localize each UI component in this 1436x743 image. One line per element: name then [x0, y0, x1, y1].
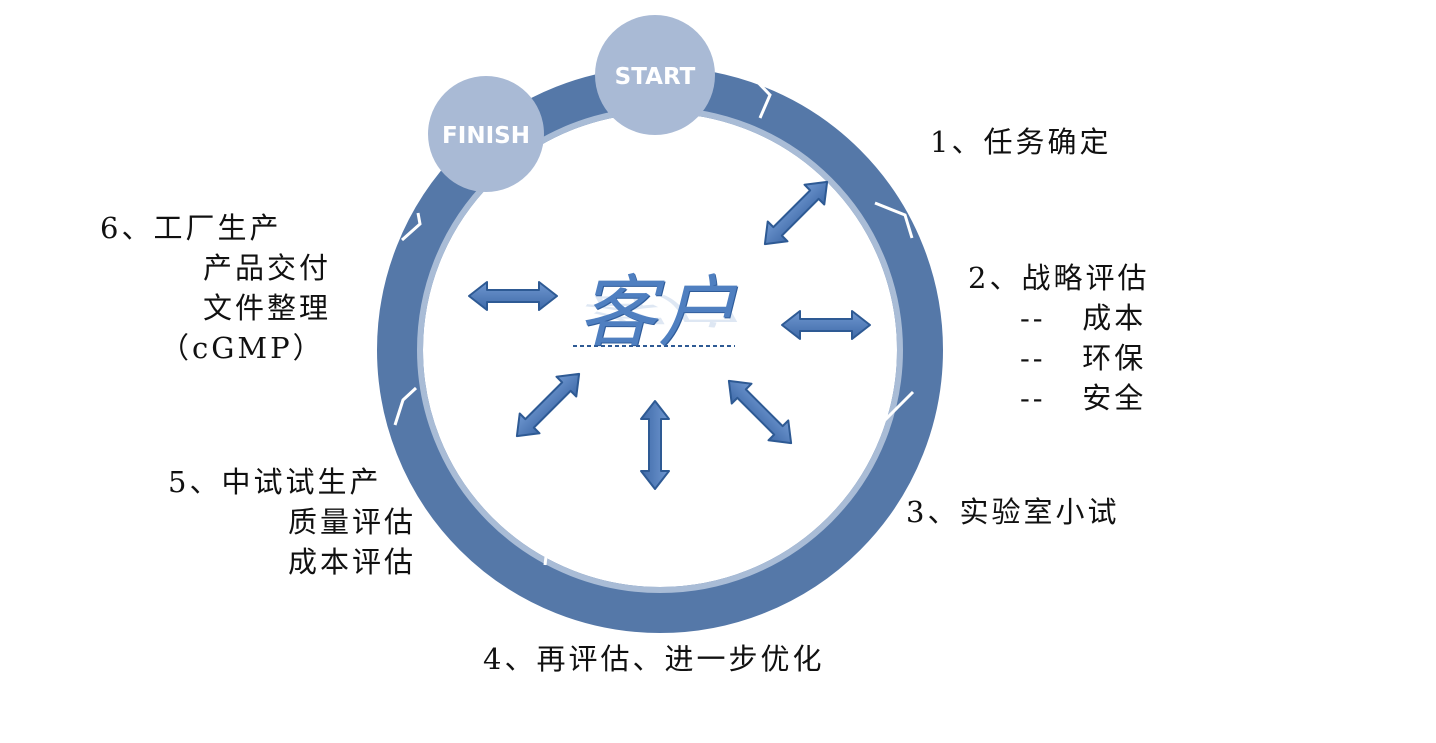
center-label: 客户: [578, 268, 739, 358]
ring-segment-divider: [739, 524, 770, 567]
step5-item-quality: 质量评估: [288, 505, 417, 539]
ring-segment-divider: [746, 70, 772, 119]
double-arrow-step1: [753, 170, 839, 256]
double-arrow-step4: [640, 400, 670, 490]
finish-bubble: FINISH: [428, 76, 544, 192]
double-arrow-step6: [468, 281, 558, 311]
step2-item-safety: -- 安全: [1020, 381, 1147, 415]
ring-segment-divider: [543, 520, 567, 566]
step6-title: 6、工厂生产: [100, 211, 282, 245]
ring-segment-divider: [401, 212, 422, 242]
ring-segment-divider: [393, 386, 418, 426]
step3-label: 3、实验室小试: [906, 495, 1120, 529]
step1-label: 1、任务确定: [930, 125, 1112, 159]
double-arrow-step3: [717, 369, 803, 455]
ring-segment-divider: [878, 390, 915, 427]
step2-item-env: -- 环保: [1020, 341, 1147, 375]
step6-item-delivery: 产品交付: [203, 251, 332, 285]
step2-title: 2、战略评估: [968, 261, 1150, 295]
finish-label: FINISH: [442, 123, 530, 149]
start-bubble: START: [595, 15, 715, 135]
step5-item-cost: 成本评估: [288, 545, 417, 579]
step6-item-docs: 文件整理: [203, 291, 332, 325]
double-arrow-step5: [505, 362, 591, 448]
start-label: START: [615, 64, 696, 90]
step6-item-cgmp: （cGMP）: [160, 331, 325, 365]
step5-title: 5、中试试生产: [168, 465, 382, 499]
step2-item-cost: -- 成本: [1020, 301, 1147, 335]
ring-segment-divider: [874, 201, 914, 239]
double-arrow-step2: [781, 310, 871, 340]
step4-label: 4、再评估、进一步优化: [483, 642, 825, 676]
center-label-reflection: 客户: [578, 289, 739, 330]
